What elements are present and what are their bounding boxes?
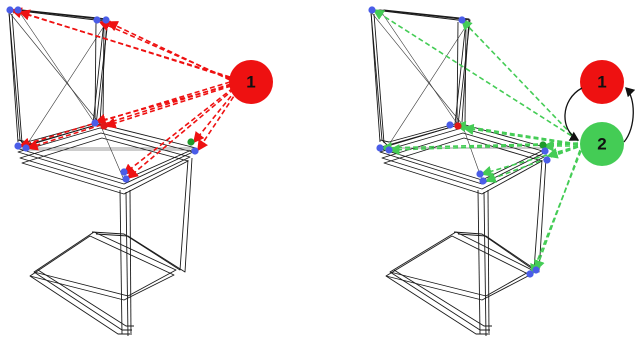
right-node-2-label: 2 [597, 135, 606, 154]
right-keypoints [368, 6, 551, 278]
right-chair-wireframe [370, 9, 549, 337]
right-node-1-label: 1 [597, 73, 606, 92]
left-node-1: 1 [229, 60, 273, 104]
left-node-1-label: 1 [246, 73, 255, 92]
left-red-arrows [10, 7, 239, 180]
right-node-1: 1 [580, 60, 624, 104]
right-node-2: 2 [580, 122, 624, 166]
node-cycle-arrows [564, 87, 636, 143]
left-chair-wireframe [8, 9, 197, 337]
left-keypoints [6, 6, 199, 183]
